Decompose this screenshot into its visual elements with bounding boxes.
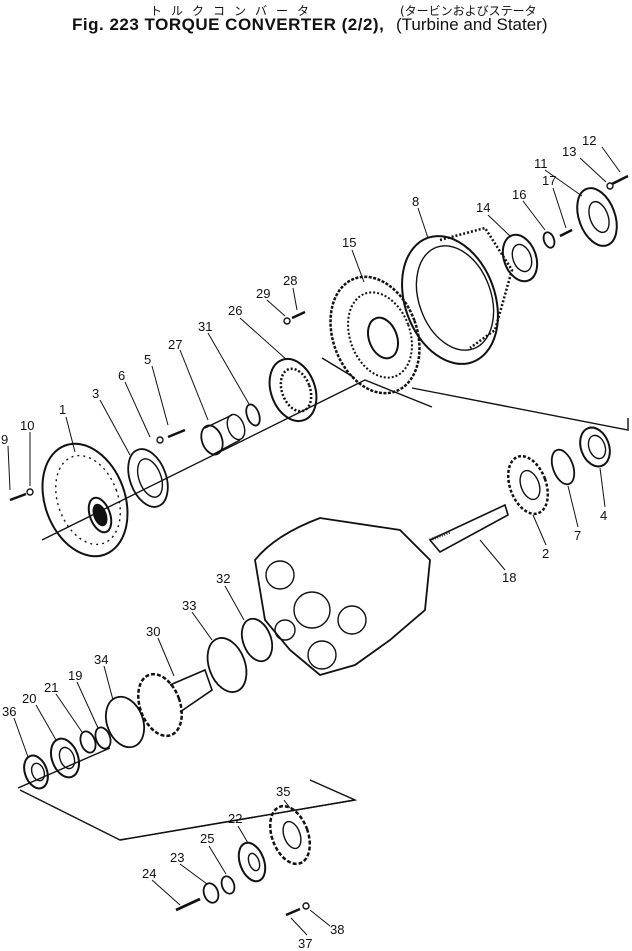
bearing-part-4: [579, 426, 611, 468]
leader-lines: [7, 146, 621, 936]
o-ring-part-32: [240, 617, 274, 663]
figure-title: Fig. 223 TORQUE CONVERTER (2/2),: [72, 15, 385, 34]
part-label-20: 20: [22, 691, 36, 706]
bearing-part-36: [23, 754, 49, 790]
gear-part-2: [506, 454, 550, 516]
bolt-part-17: [559, 228, 573, 238]
right-group-frame: [411, 387, 629, 431]
part-label-1: 1: [59, 402, 66, 417]
housing-drum-part: [401, 226, 514, 365]
part-label-28: 28: [283, 273, 297, 288]
part-label-12: 12: [582, 133, 596, 148]
washer-part-10: [26, 488, 34, 496]
subtitle-kana: (タービンおよびステータ: [400, 4, 537, 18]
part-label-21: 21: [44, 680, 58, 695]
sleeve-part: [200, 413, 246, 456]
lower-group-frame: [19, 779, 358, 841]
ring-part-19: [94, 726, 112, 750]
title-kana: トルクコンバータ: [150, 4, 319, 18]
part-label-4: 4: [600, 508, 607, 523]
part-label-9: 9: [1, 432, 8, 447]
part-label-13: 13: [562, 144, 576, 159]
hub-part-30: [137, 668, 213, 738]
part-label-22: 22: [228, 811, 242, 826]
part-label-14: 14: [476, 200, 490, 215]
bearing-part-20: [49, 737, 81, 779]
part-label-26: 26: [228, 303, 242, 318]
turbine-wheel-part: [329, 275, 421, 395]
part-label-7: 7: [574, 528, 581, 543]
sprocket-plate-part-35: [268, 804, 312, 866]
washer-part-29: [283, 317, 291, 325]
part-label-24: 24: [142, 866, 156, 881]
cap-part-22: [237, 841, 267, 883]
part-label-17: 17: [542, 173, 556, 188]
washer-part-13: [606, 182, 614, 190]
washer-part-6: [156, 436, 164, 444]
part-label-31: 31: [198, 319, 212, 334]
subtitle-english: (Turbine and Stater): [396, 15, 548, 34]
small-ring-part: [245, 403, 261, 427]
part-label-32: 32: [216, 571, 230, 586]
o-ring-part-33: [206, 637, 248, 693]
cover-flange-part: [576, 187, 618, 247]
part-label-27: 27: [168, 337, 182, 352]
part-label-23: 23: [170, 850, 184, 865]
bearing-part-14: [501, 233, 539, 283]
part-label-36: 36: [2, 704, 16, 719]
flange-plate-part: [41, 442, 129, 558]
part-label-2: 2: [542, 546, 549, 561]
part-label-10: 10: [20, 418, 34, 433]
washer-part-38: [302, 902, 310, 910]
shaft-part-18: [428, 503, 509, 554]
part-label-35: 35: [276, 784, 290, 799]
washer-part-23: [202, 882, 220, 904]
part-label-38: 38: [330, 922, 344, 937]
middle-group-frame: [17, 747, 111, 789]
bolt-part-37: [285, 907, 301, 917]
bolt-part-12: [611, 174, 629, 186]
part-number-labels: 1 3 6 5 27 31 26 29 28 15 8 14 16 17 11 …: [1, 133, 607, 951]
part-label-25: 25: [200, 831, 214, 846]
part-label-34: 34: [94, 652, 108, 667]
part-label-29: 29: [256, 286, 270, 301]
part-label-11: 11: [534, 156, 548, 171]
converter-housing: [254, 517, 431, 676]
title-block: トルクコンバータ Fig. 223 TORQUE CONVERTER (2/2)…: [0, 0, 632, 52]
ring-part-7: [550, 448, 576, 486]
upper-group-frame: [41, 379, 433, 541]
part-label-30: 30: [146, 624, 160, 639]
part-label-6: 6: [118, 368, 125, 383]
part-label-5: 5: [144, 352, 151, 367]
part-label-19: 19: [68, 668, 82, 683]
part-label-8: 8: [412, 194, 419, 209]
ring-part-25: [220, 875, 236, 895]
bearing-part-26: [268, 358, 318, 422]
part-label-37: 37: [298, 936, 312, 951]
part-label-33: 33: [182, 598, 196, 613]
o-ring-part-34: [104, 695, 146, 749]
bolt-part-9: [9, 492, 27, 502]
bolt-part-28: [291, 310, 306, 320]
ring-plate-part: [127, 448, 169, 508]
ring-part-21: [79, 730, 97, 754]
bolt-part-24: [175, 897, 201, 912]
part-label-15: 15: [342, 235, 356, 250]
part-label-3: 3: [92, 386, 99, 401]
part-label-16: 16: [512, 187, 526, 202]
lower-group-frame-2: [119, 799, 356, 841]
part-label-18: 18: [502, 570, 516, 585]
washer-part-16: [542, 231, 556, 249]
bolt-part-5: [167, 428, 186, 439]
